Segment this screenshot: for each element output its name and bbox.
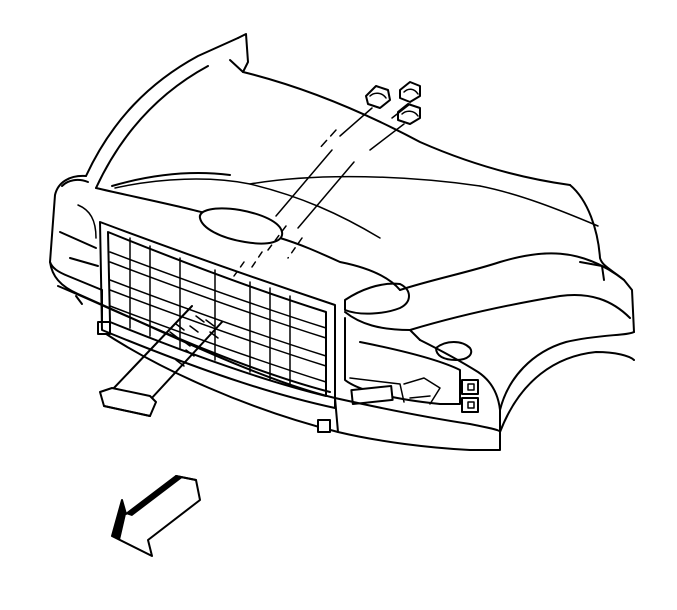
hood-fasteners	[339, 81, 421, 151]
hood	[85, 33, 625, 291]
alignment-lines	[233, 129, 355, 277]
fastener-nut-2	[399, 81, 421, 103]
right-fender	[344, 252, 635, 433]
front-bumper	[49, 261, 501, 451]
left-fender	[49, 174, 103, 291]
direction-arrow-icon	[111, 475, 201, 557]
grille-removal-tool	[99, 305, 223, 417]
right-headlamp-opening	[344, 317, 461, 406]
fastener-nut-1	[365, 85, 391, 109]
fastener-nut-3	[397, 103, 421, 125]
grille	[99, 221, 336, 409]
